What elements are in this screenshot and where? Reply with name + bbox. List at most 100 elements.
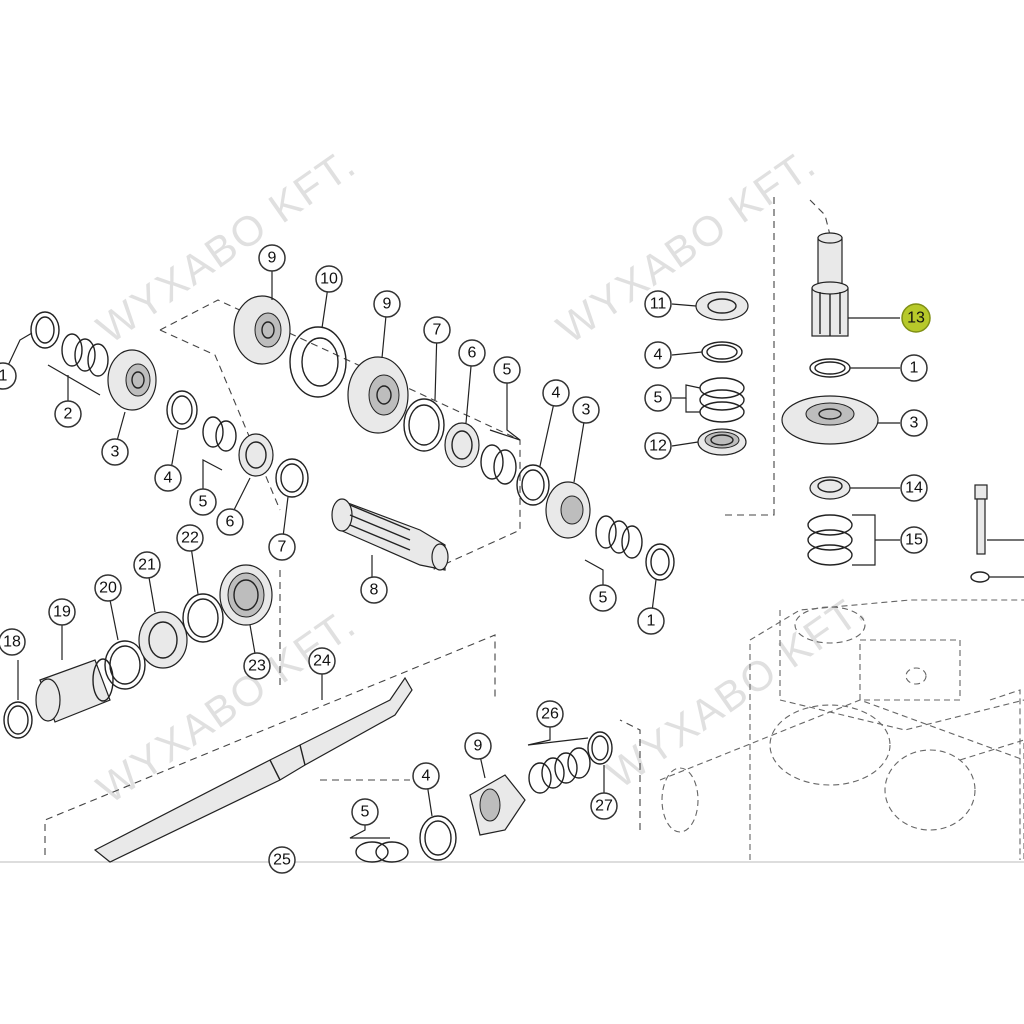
- svg-text:3: 3: [111, 444, 120, 461]
- callout-5[interactable]: 5: [493, 356, 521, 384]
- ring-4-lower: [419, 815, 457, 861]
- callout-26[interactable]: 26: [536, 700, 564, 728]
- shims-5-middle: [480, 444, 517, 485]
- callout-2[interactable]: 2: [54, 400, 82, 428]
- gear-3-middle: [545, 481, 591, 539]
- callout-19[interactable]: 19: [48, 598, 76, 626]
- gear-9-middle: [347, 356, 409, 434]
- callout-12[interactable]: 12: [644, 432, 672, 460]
- bearing-23: [219, 564, 273, 626]
- callout-23[interactable]: 23: [243, 652, 271, 680]
- callout-3[interactable]: 3: [900, 409, 928, 437]
- svg-text:23: 23: [248, 658, 266, 675]
- ring-27: [587, 731, 613, 765]
- spring-washers-2: [61, 333, 109, 377]
- callout-18[interactable]: 18: [0, 628, 26, 656]
- svg-text:13: 13: [907, 310, 925, 327]
- callout-1[interactable]: 1: [0, 362, 17, 390]
- callout-4[interactable]: 4: [412, 762, 440, 790]
- callout-9[interactable]: 9: [258, 244, 286, 272]
- pinion-shaft-13: [811, 232, 849, 337]
- callout-5[interactable]: 5: [351, 798, 379, 826]
- callout-4[interactable]: 4: [542, 379, 570, 407]
- gear-9-upper: [233, 295, 291, 365]
- svg-text:4: 4: [552, 385, 561, 402]
- callout-1[interactable]: 1: [637, 607, 665, 635]
- callout-14[interactable]: 14: [900, 474, 928, 502]
- callout-22[interactable]: 22: [176, 524, 204, 552]
- svg-text:2: 2: [64, 406, 73, 423]
- svg-text:4: 4: [422, 768, 431, 785]
- watermark-2: WYXABO KFT.: [548, 139, 824, 352]
- shims-5-right: [595, 515, 643, 559]
- ring-4-right: [701, 341, 743, 363]
- callout-3[interactable]: 3: [572, 396, 600, 424]
- gear-10: [289, 326, 347, 398]
- callout-13[interactable]: 13: [901, 303, 931, 333]
- callout-9[interactable]: 9: [464, 732, 492, 760]
- ring-20: [104, 640, 146, 690]
- svg-text:26: 26: [541, 706, 559, 723]
- svg-text:21: 21: [138, 557, 156, 574]
- svg-text:24: 24: [313, 653, 331, 670]
- svg-text:27: 27: [595, 798, 613, 815]
- svg-text:12: 12: [649, 438, 667, 455]
- svg-text:6: 6: [468, 345, 477, 362]
- shaft-8: [331, 498, 449, 571]
- callout-25[interactable]: 25: [268, 846, 296, 874]
- svg-text:4: 4: [654, 347, 663, 364]
- callout-8[interactable]: 8: [360, 576, 388, 604]
- bearing-14: [809, 476, 851, 500]
- bevel-gear-3-right: [781, 395, 879, 445]
- shims-5-left: [202, 416, 237, 452]
- svg-text:1: 1: [0, 368, 8, 385]
- bearing-6-middle: [444, 422, 480, 468]
- callout-5[interactable]: 5: [189, 488, 217, 516]
- callout-27[interactable]: 27: [590, 792, 618, 820]
- callout-5[interactable]: 5: [644, 384, 672, 412]
- callout-11[interactable]: 11: [644, 290, 672, 318]
- callout-1[interactable]: 1: [900, 354, 928, 382]
- callout-10[interactable]: 10: [315, 265, 343, 293]
- ring-4-left: [166, 390, 198, 430]
- callout-24[interactable]: 24: [308, 647, 336, 675]
- seal-21: [138, 611, 188, 669]
- svg-text:25: 25: [273, 852, 291, 869]
- callout-20[interactable]: 20: [94, 574, 122, 602]
- shims-15: [807, 514, 853, 566]
- bearing-6-left: [238, 433, 274, 477]
- callout-3[interactable]: 3: [101, 438, 129, 466]
- washer-7-middle: [403, 398, 445, 452]
- svg-text:3: 3: [910, 415, 919, 432]
- svg-text:14: 14: [905, 480, 923, 497]
- svg-text:5: 5: [199, 494, 208, 511]
- callout-15[interactable]: 15: [900, 526, 928, 554]
- callout-9[interactable]: 9: [373, 290, 401, 318]
- callout-4[interactable]: 4: [154, 464, 182, 492]
- gearbox-housing: [659, 599, 1024, 860]
- svg-text:11: 11: [650, 296, 667, 313]
- svg-text:5: 5: [599, 590, 608, 607]
- callout-6[interactable]: 6: [458, 339, 486, 367]
- svg-text:7: 7: [433, 322, 442, 339]
- snap-ring-1-left: [30, 311, 60, 349]
- svg-text:9: 9: [474, 738, 483, 755]
- svg-text:3: 3: [582, 402, 591, 419]
- bevel-gear-9-lower: [469, 774, 526, 836]
- callout-4[interactable]: 4: [644, 341, 672, 369]
- gear-3-left: [107, 349, 157, 411]
- shims-5-lower: [355, 841, 409, 863]
- svg-text:6: 6: [226, 514, 235, 531]
- callout-7[interactable]: 7: [268, 533, 296, 561]
- callout-6[interactable]: 6: [216, 508, 244, 536]
- svg-text:1: 1: [647, 613, 656, 630]
- callouts: 1 2 3 4 5 6 7 8 9 10 9 7 6 5 4 3 5 1 11 …: [0, 244, 931, 874]
- callout-21[interactable]: 21: [133, 551, 161, 579]
- callout-7[interactable]: 7: [423, 316, 451, 344]
- callout-5[interactable]: 5: [589, 584, 617, 612]
- svg-text:18: 18: [3, 634, 21, 651]
- washer-7-left: [275, 458, 309, 498]
- svg-text:4: 4: [164, 470, 173, 487]
- svg-text:9: 9: [383, 296, 392, 313]
